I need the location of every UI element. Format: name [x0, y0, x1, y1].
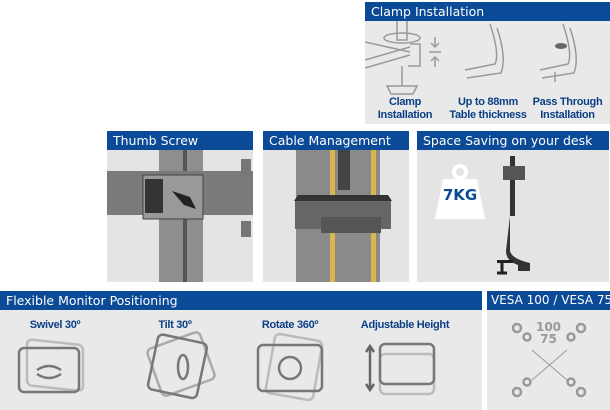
vesa-pattern-icon — [511, 322, 587, 398]
tilt-label: Tilt 30º — [158, 319, 192, 331]
swivel-label: Swivel 30º — [29, 319, 81, 331]
panel-title: Thumb Screw — [107, 131, 253, 150]
flexible-positioning-panel: Flexible Monitor Positioning Swivel 30º … — [0, 291, 482, 410]
vesa-panel: VESA 100 / VESA 75 100 75 — [487, 291, 610, 410]
thumb-screw-photo — [107, 150, 253, 282]
label-line: Installation — [540, 109, 595, 121]
cable-management-photo — [294, 150, 392, 282]
panel-title: VESA 100 / VESA 75 — [487, 291, 610, 310]
weight-capacity: 7KG — [442, 186, 478, 204]
clamp-diagram-icon — [365, 19, 577, 95]
space-saving-panel: Space Saving on your desk 7KG — [417, 131, 609, 282]
label-line: Clamp — [388, 96, 422, 108]
panel-title: Flexible Monitor Positioning — [0, 291, 482, 310]
rotate-label: Rotate 360º — [261, 319, 319, 331]
panel-title: Clamp Installation — [365, 2, 610, 21]
rotate-icon — [256, 332, 324, 402]
label-line: Pass Through — [532, 96, 603, 108]
adjustable-height-icon — [364, 342, 436, 396]
panel-title: Space Saving on your desk — [417, 131, 609, 150]
thumb-screw-panel: Thumb Screw — [107, 131, 253, 282]
panel-title: Cable Management — [263, 131, 409, 150]
monitor-arm-photo — [497, 156, 530, 275]
swivel-icon — [17, 338, 85, 394]
weight-icon — [435, 164, 485, 219]
tilt-icon — [146, 331, 216, 400]
vesa-75-label: 75 — [540, 332, 557, 346]
label-line: Up to 88mm — [458, 96, 518, 108]
label-line: Installation — [377, 109, 433, 121]
cable-management-panel: Cable Management — [263, 131, 409, 282]
label-line: Table thickness — [449, 109, 527, 121]
vesa-100-label: 100 — [535, 320, 562, 334]
height-label: Adjustable Height — [360, 319, 450, 331]
